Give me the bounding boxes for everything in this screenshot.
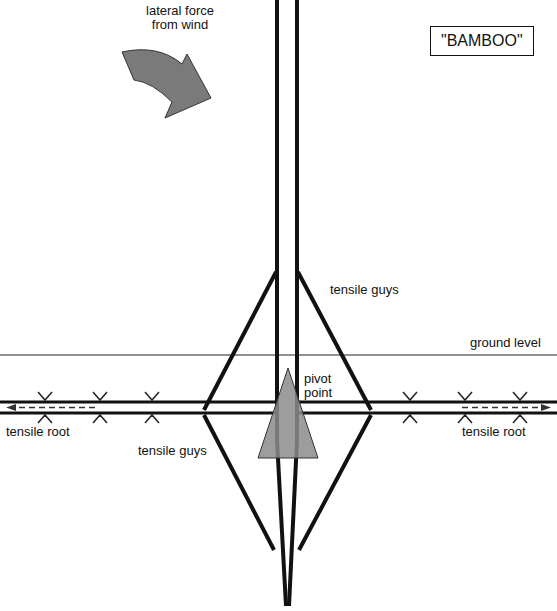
ground-label: ground level	[470, 336, 541, 350]
root-line	[298, 412, 557, 415]
arrow-head	[6, 404, 16, 411]
pivot-label: pivot point	[304, 372, 346, 400]
root-line	[298, 401, 557, 404]
root-line	[0, 412, 276, 415]
arrow-head	[541, 404, 551, 411]
guys-label: tensile guys	[330, 283, 399, 297]
force-label: lateral force from wind	[140, 4, 220, 32]
stem-wall	[289, 0, 297, 606]
root-label: tensile root	[462, 425, 526, 439]
dashed-arrow	[462, 407, 541, 409]
stem-wall	[277, 0, 286, 606]
box-title: "BAMBOO"	[441, 32, 523, 50]
wind-arrow	[122, 50, 211, 118]
root-label: tensile root	[6, 425, 70, 439]
guys-label: tensile guys	[138, 444, 207, 458]
dashed-arrow	[16, 407, 95, 409]
bamboo-stem	[277, 0, 297, 606]
title-box: "BAMBOO"	[430, 26, 534, 56]
tensile-guys	[204, 272, 371, 550]
guy-line	[204, 415, 274, 550]
root-line	[0, 401, 276, 404]
guy-line	[204, 272, 276, 410]
